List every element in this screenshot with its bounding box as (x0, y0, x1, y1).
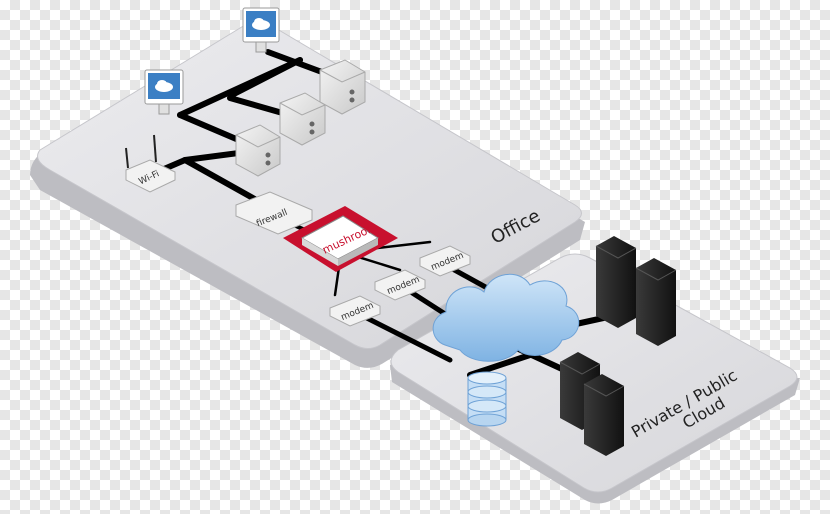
monitor-cloud-icon (242, 7, 280, 53)
router-icon: mushroom (283, 206, 398, 272)
monitor-cloud-icon (144, 69, 184, 115)
server-rack-icon (635, 258, 677, 346)
database-icon (467, 371, 507, 427)
modem-icon: modem (419, 245, 471, 277)
cloud-icon (432, 273, 580, 362)
wifi-router-icon: Wi-Fi (125, 134, 176, 193)
modem-icon: modem (329, 295, 381, 327)
server-rack-icon (595, 236, 637, 328)
server-rack-icon (583, 374, 625, 456)
server-box-icon (319, 59, 366, 115)
firewall-icon: firewall (235, 191, 313, 235)
server-box-icon (235, 124, 281, 177)
modem-icon: modem (374, 269, 426, 301)
server-box-icon (279, 92, 326, 146)
